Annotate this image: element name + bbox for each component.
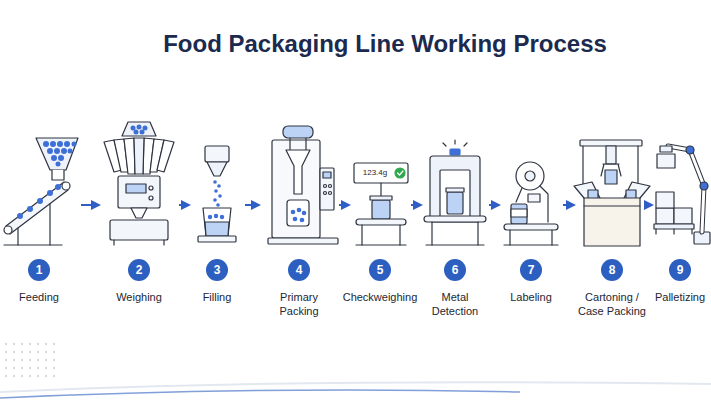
filling-nozzle	[198, 146, 236, 242]
swoosh-line	[0, 390, 520, 398]
display-reading: 123.4g	[356, 168, 394, 178]
step-label-group: Palletizing	[645, 290, 711, 304]
step-number: 8	[601, 259, 623, 281]
step-label-group: Metal Detection	[425, 290, 485, 318]
step-label: Filling	[187, 290, 247, 304]
step-number: 9	[669, 259, 691, 281]
step-label-group: Filling	[187, 290, 247, 304]
flow-arrow	[179, 204, 189, 206]
case-packer	[574, 140, 650, 246]
step-label: Primary Packing	[268, 290, 330, 318]
process-step: 3Filling	[192, 120, 242, 330]
flow-arrow	[650, 204, 652, 206]
flow-arrow	[489, 204, 499, 206]
vffs-machine	[268, 126, 338, 244]
step-number: 1	[28, 259, 50, 281]
process-step: 1Feeding	[0, 120, 78, 330]
step-label: Checkweighing	[338, 290, 422, 304]
feeder-illustration	[4, 138, 78, 245]
step-label: Cartoning / Case Packing	[575, 290, 649, 318]
step-number: 5	[369, 259, 391, 281]
step-label: Weighing	[102, 290, 176, 304]
step-label: Metal Detection	[425, 290, 485, 318]
process-step: 8Cartoning / Case Packing	[577, 120, 647, 330]
step-label-group: Cartoning / Case Packing	[575, 290, 649, 318]
step-label: Palletizing	[645, 290, 711, 304]
flow-arrow	[339, 204, 349, 206]
step-label-group: Labeling	[496, 290, 566, 304]
step-number: 3	[206, 259, 228, 281]
process-step: 9Palletizing	[655, 120, 705, 330]
step-label-group: Primary Packing	[268, 290, 330, 318]
step-number: 4	[288, 259, 310, 281]
step-label-group: Checkweighing	[338, 290, 422, 304]
multihead-weigher	[104, 122, 174, 245]
process-step: 2Weighing	[102, 120, 176, 330]
process-step: 5Checkweighing	[352, 120, 408, 330]
metal-detector	[424, 140, 486, 245]
process-step: 7Labeling	[502, 120, 560, 330]
step-label-group: Weighing	[102, 290, 176, 304]
diagram-title: Food Packaging Line Working Process	[100, 30, 670, 58]
flow-arrow	[411, 204, 421, 206]
checkweigher	[354, 163, 408, 245]
step-number: 6	[444, 259, 466, 281]
dot-grid	[5, 343, 55, 377]
flow-arrow	[245, 204, 259, 206]
step-label: Feeding	[0, 290, 78, 304]
product-balls	[17, 141, 77, 219]
process-step: 6Metal Detection	[424, 120, 486, 330]
process-step: 4Primary Packing	[262, 120, 336, 330]
labeler	[504, 162, 558, 245]
step-label-group: Feeding	[0, 290, 78, 304]
palletizing-robot	[654, 146, 710, 244]
flow-arrow	[563, 204, 574, 206]
step-number: 7	[520, 259, 542, 281]
step-label: Labeling	[496, 290, 566, 304]
step-number: 2	[128, 259, 150, 281]
flow-arrow	[81, 204, 99, 206]
